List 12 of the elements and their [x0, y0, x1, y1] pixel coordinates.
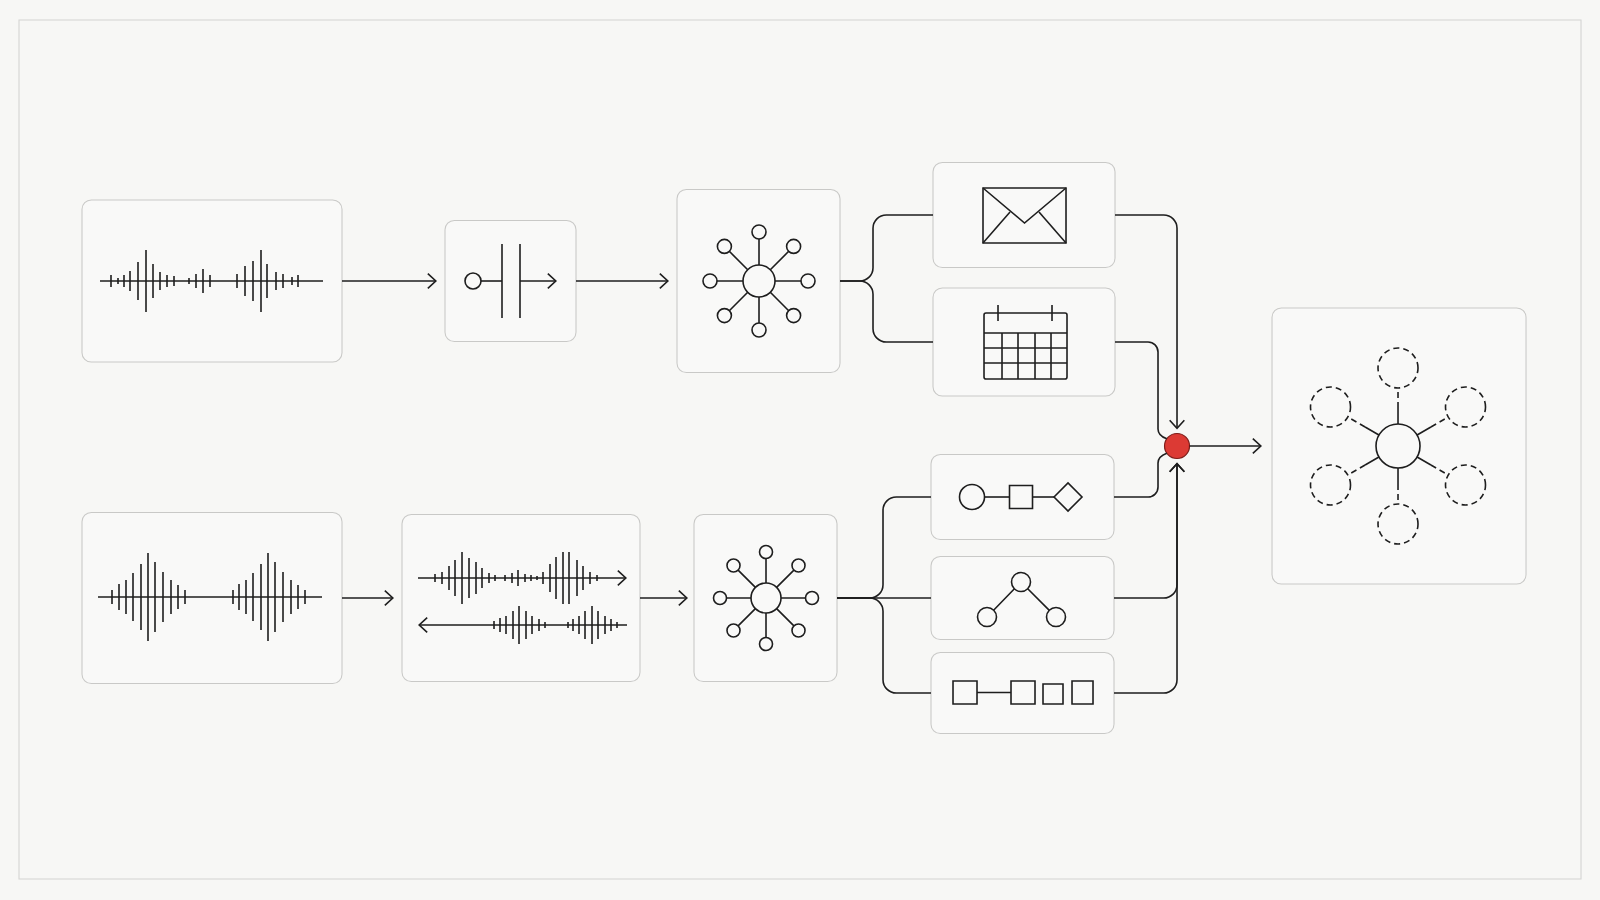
arrow — [1114, 214, 1186, 430]
connector-line — [836, 597, 932, 694]
connector-line — [1114, 341, 1168, 440]
arrow — [575, 272, 669, 290]
arrow — [1113, 462, 1186, 694]
arrow — [341, 589, 394, 607]
arrow — [1188, 437, 1262, 455]
arrow — [341, 272, 437, 290]
junction-dot — [1163, 432, 1191, 460]
connector-line — [1113, 452, 1168, 498]
connector-line — [839, 280, 934, 343]
arrow — [639, 589, 688, 607]
